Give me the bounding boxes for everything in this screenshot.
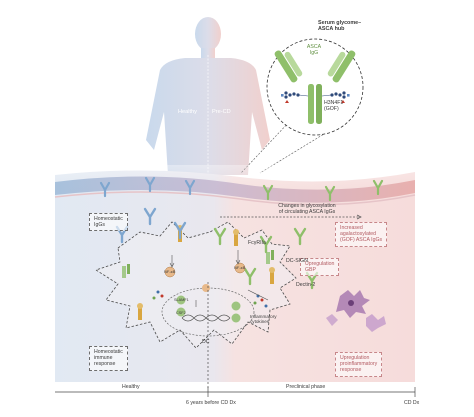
fcgr-label: FcγRIIa [248, 240, 266, 246]
slamf1-label: SLAMF1 [174, 298, 189, 302]
body-label-healthy: Healthy [178, 109, 197, 115]
timeline-dx: CD Dx [404, 400, 420, 406]
upregulation-gbp-box: Upregulation GBP [300, 258, 340, 277]
signaling-nodes [164, 262, 246, 323]
csf2-label: CSF2 [176, 311, 186, 315]
dectin-label: Dectin-2 [296, 282, 316, 288]
vessel-antibodies [99, 176, 384, 202]
homeostatic-immune-box: Homeostatic immune response [89, 346, 128, 371]
igg-label: ASCA IgG [306, 44, 322, 56]
nfkb-label-left: NF-κB [164, 269, 176, 274]
increased-gof-box: Increased agalactosylated (GOF) ASCA IgG… [335, 222, 388, 247]
dendritic-cell [95, 221, 297, 349]
homeostatic-iggs-box: Homeostatic IgGs [89, 213, 128, 232]
proinflammatory-box: Upregulation proinflammatory response [335, 352, 383, 377]
glyco-change-label: Changes in glycosylation of circulating … [278, 203, 336, 215]
cytokine-dots [152, 290, 268, 308]
timeline [55, 282, 416, 397]
dc-label: DC [202, 339, 210, 345]
body-label-precd: Pre-CD [212, 109, 231, 115]
blood-vessel [55, 176, 415, 203]
pathway-arrows [169, 250, 269, 307]
nfkb-label-right: NF-κB [234, 265, 246, 270]
inflammatory-cells [326, 290, 386, 332]
timeline-healthy: Healthy [122, 384, 140, 390]
hub-title: Serum glycome– ASCA hub [318, 20, 362, 33]
vessel-edge [54, 191, 416, 206]
inflammatory-cytokines-label: Inflammatory cytokines [250, 314, 277, 325]
glyco-change-arrow [220, 214, 362, 220]
glycan-label: H3N4F1 (GOF) [324, 100, 344, 112]
timeline-before: 6 years before CD Dx [186, 400, 236, 406]
dna-helix [181, 314, 231, 322]
asca-igg-antibody [274, 50, 356, 124]
timeline-preclinical: Preclinical phase [286, 384, 326, 390]
dcsign-label: DC-SIGN [286, 258, 308, 264]
